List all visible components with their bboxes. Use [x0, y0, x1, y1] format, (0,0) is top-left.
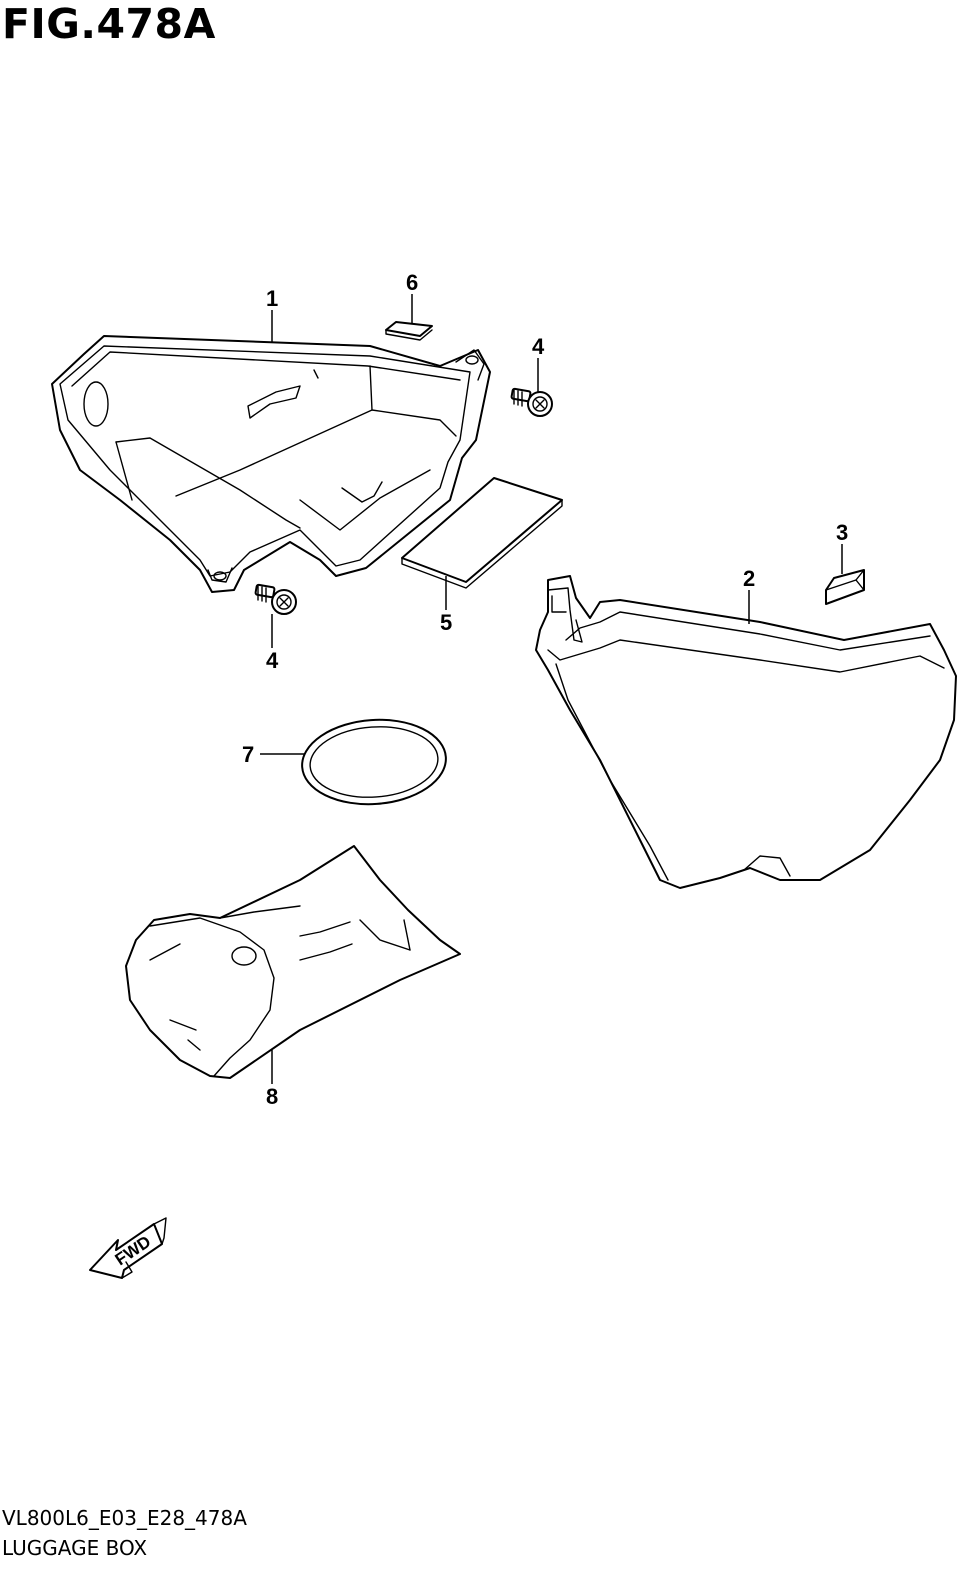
callout-4-lower: 4 — [266, 648, 279, 673]
leader-lines — [260, 294, 843, 1084]
part-side-cover[interactable] — [535, 575, 957, 889]
part-o-ring[interactable] — [299, 715, 449, 809]
part-luggage-box[interactable] — [51, 335, 491, 593]
part-screw-upper[interactable] — [510, 387, 553, 417]
callout-7: 7 — [242, 742, 254, 767]
part-small-plate[interactable] — [385, 321, 433, 341]
callout-3: 3 — [836, 520, 848, 545]
callout-6: 6 — [406, 270, 418, 295]
callout-4-upper: 4 — [532, 334, 545, 359]
figure-code: VL800L6_E03_E28_478A — [2, 1506, 247, 1530]
part-cover-bag[interactable] — [125, 845, 461, 1079]
part-screw-lower[interactable] — [254, 583, 297, 615]
part-pad-sheet[interactable] — [401, 477, 563, 589]
part-cushion[interactable] — [825, 569, 865, 605]
callout-2: 2 — [743, 566, 755, 591]
figure-title: FIG.478A — [2, 0, 216, 48]
callout-5: 5 — [440, 610, 452, 635]
callout-1: 1 — [266, 286, 278, 311]
fwd-arrow-icon: FWD — [89, 1217, 167, 1279]
callout-8: 8 — [266, 1084, 278, 1109]
figure-name: LUGGAGE BOX — [2, 1536, 148, 1560]
